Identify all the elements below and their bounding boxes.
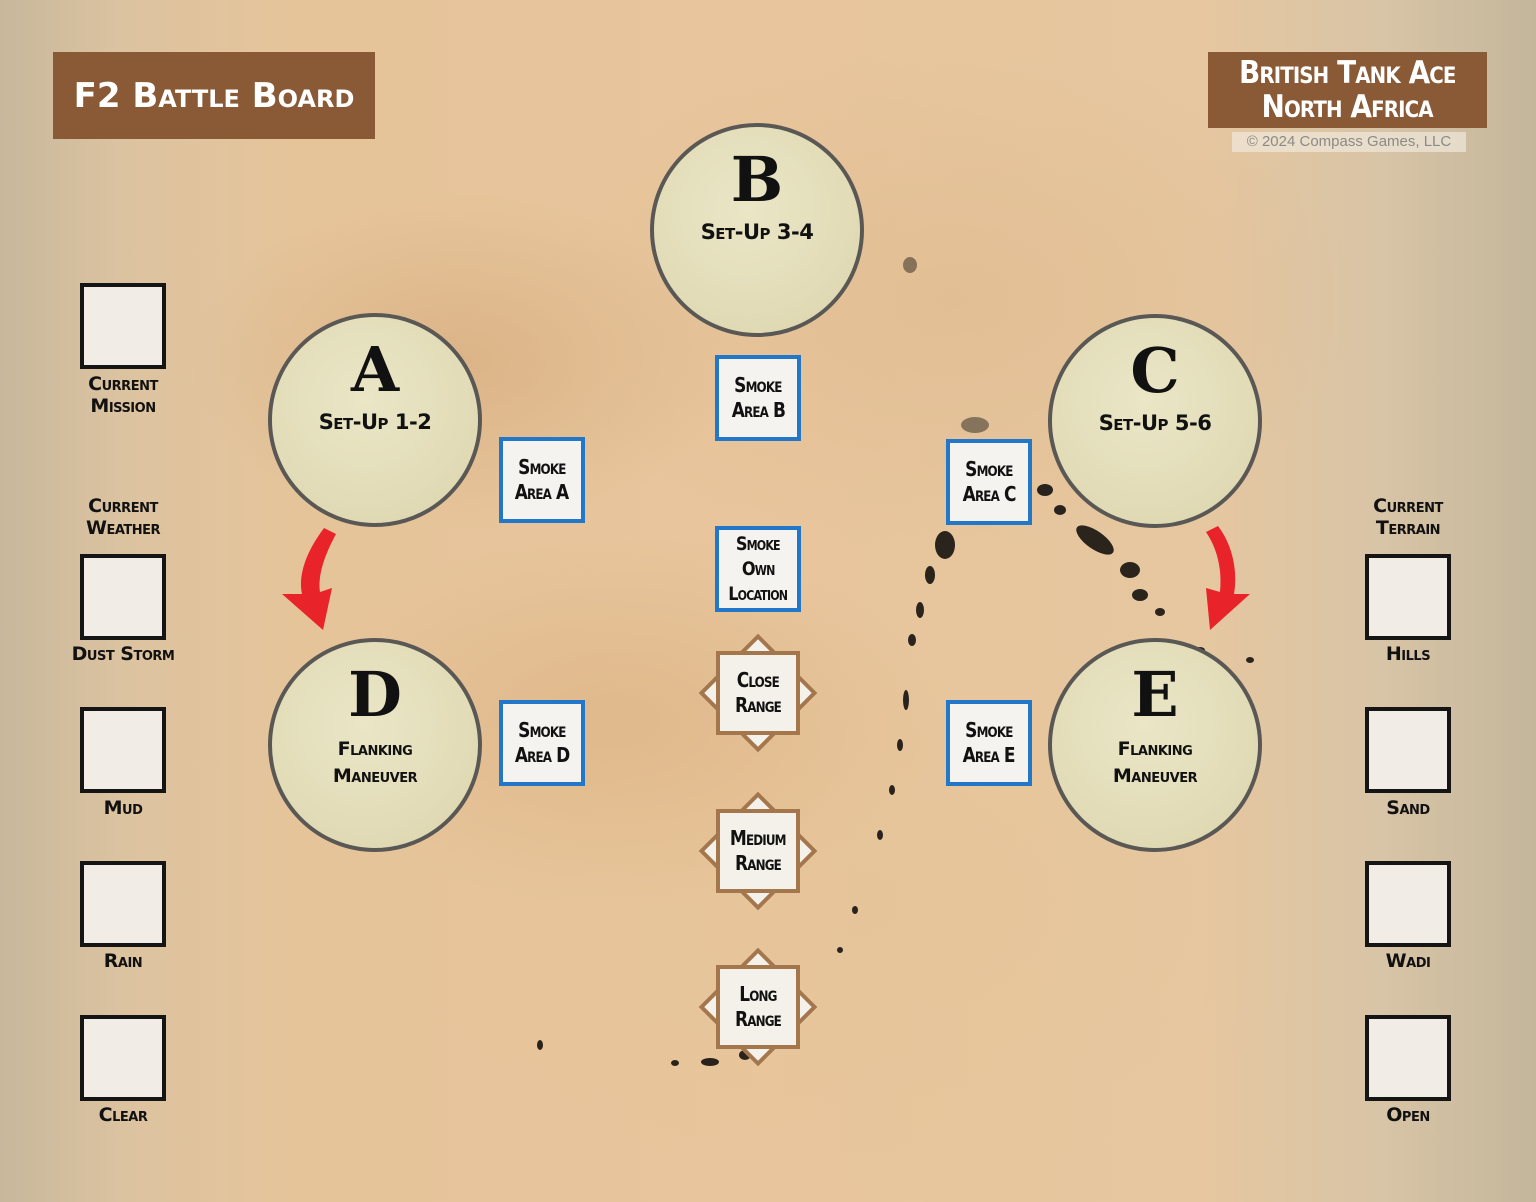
smoke-area-e-line-2: Area E	[962, 743, 1016, 767]
smoke-area-b-line-1: Smoke	[734, 373, 782, 397]
long-range-line-1: Long	[739, 982, 777, 1006]
medium-range-line-2: Range	[735, 851, 782, 875]
smoke-area-e-line-1: Smoke	[965, 718, 1013, 742]
medium-range-line-1: Medium	[730, 826, 787, 850]
zone-c-letter: C	[1130, 334, 1180, 407]
smoke-own-location-box[interactable]: Smoke Own Location	[715, 526, 801, 612]
zone-a[interactable]: A Set-Up 1-2	[268, 313, 482, 527]
weather-clear-label: Clear	[98, 1104, 148, 1126]
weather-rain-box[interactable]	[80, 861, 166, 947]
zone-d-label: Flanking Maneuver	[332, 736, 418, 790]
current-weather-label-line-2: Weather	[85, 517, 161, 539]
smoke-own-line-2: Own	[741, 557, 775, 580]
smoke-area-c-box[interactable]: Smoke Area C	[946, 439, 1032, 525]
smoke-area-d-line-1: Smoke	[518, 718, 566, 742]
zone-b-label: Set-Up 3-4	[700, 220, 814, 244]
smoke-area-c-line-1: Smoke	[965, 457, 1013, 481]
terrain-open-label: Open	[1386, 1104, 1430, 1126]
long-range-box[interactable]: Long Range	[698, 947, 818, 1067]
game-brand-banner: British Tank Ace North Africa	[1208, 52, 1487, 128]
brand-line-1: British Tank Ace	[1239, 55, 1456, 91]
weather-dust-storm-label: Dust Storm	[71, 643, 175, 665]
close-range-line-2: Range	[735, 693, 782, 717]
current-mission-label-line-1: Current	[88, 373, 158, 395]
current-terrain-label: Current Terrain	[1328, 495, 1488, 539]
smoke-area-d-line-2: Area D	[514, 743, 570, 767]
zone-d-label-line-2: Maneuver	[332, 765, 418, 787]
smoke-area-b-line-2: Area B	[731, 398, 785, 422]
zone-d-label-line-1: Flanking	[337, 738, 413, 760]
weather-dust-storm-box[interactable]	[80, 554, 166, 640]
current-terrain-label-line-2: Terrain	[1375, 517, 1441, 539]
current-mission-label: Current Mission	[43, 373, 203, 417]
smoke-own-line-3: Location	[728, 582, 789, 605]
smoke-area-d-box[interactable]: Smoke Area D	[499, 700, 585, 786]
smoke-area-a-line-2: Area A	[515, 480, 569, 504]
smoke-area-a-line-1: Smoke	[518, 455, 566, 479]
close-range-line-1: Close	[736, 668, 780, 692]
weather-rain-label: Rain	[103, 950, 143, 972]
zone-d[interactable]: D Flanking Maneuver	[268, 638, 482, 852]
zone-e-label: Flanking Maneuver	[1112, 736, 1198, 790]
zone-e-label-line-2: Maneuver	[1112, 765, 1198, 787]
terrain-sand-label: Sand	[1386, 797, 1430, 819]
current-weather-label-line-1: Current	[88, 495, 158, 517]
zone-b[interactable]: B Set-Up 3-4	[650, 123, 864, 337]
range-square-shape	[716, 651, 800, 735]
zone-c[interactable]: C Set-Up 5-6	[1048, 314, 1262, 528]
weather-mud-box[interactable]	[80, 707, 166, 793]
terrain-hills-box[interactable]	[1365, 554, 1451, 640]
terrain-wadi-box[interactable]	[1365, 861, 1451, 947]
zone-e[interactable]: E Flanking Maneuver	[1048, 638, 1262, 852]
board-title: F2 Battle Board	[73, 75, 355, 116]
flank-arrow-a-to-d-icon	[282, 528, 336, 630]
smoke-area-e-box[interactable]: Smoke Area E	[946, 700, 1032, 786]
long-range-line-2: Range	[735, 1007, 782, 1031]
weather-mud-label: Mud	[103, 797, 143, 819]
smoke-own-line-1: Smoke	[736, 532, 781, 555]
weather-clear-box[interactable]	[80, 1015, 166, 1101]
smoke-area-c-line-2: Area C	[962, 482, 1017, 506]
medium-range-box[interactable]: Medium Range	[698, 791, 818, 911]
zone-e-label-line-1: Flanking	[1117, 738, 1193, 760]
zone-e-letter: E	[1131, 658, 1179, 731]
current-terrain-label-line-1: Current	[1373, 495, 1443, 517]
terrain-hills-label: Hills	[1385, 643, 1431, 665]
copyright-notice: © 2024 Compass Games, LLC	[1232, 132, 1466, 152]
board-title-banner: F2 Battle Board	[53, 52, 375, 139]
zone-b-letter: B	[730, 143, 784, 216]
zone-d-letter: D	[348, 658, 402, 731]
terrain-open-box[interactable]	[1365, 1015, 1451, 1101]
terrain-sand-box[interactable]	[1365, 707, 1451, 793]
current-mission-label-line-2: Mission	[90, 395, 156, 417]
flank-arrow-c-to-e-icon	[1206, 526, 1250, 630]
zone-c-label: Set-Up 5-6	[1098, 411, 1212, 435]
brand-line-2: North Africa	[1261, 89, 1434, 125]
close-range-box[interactable]: Close Range	[698, 633, 818, 753]
range-square-shape	[716, 809, 800, 893]
current-mission-box[interactable]	[80, 283, 166, 369]
smoke-area-a-box[interactable]: Smoke Area A	[499, 437, 585, 523]
range-square-shape	[716, 965, 800, 1049]
smoke-area-b-box[interactable]: Smoke Area B	[715, 355, 801, 441]
zone-a-label: Set-Up 1-2	[318, 410, 432, 434]
zone-a-letter: A	[350, 333, 400, 406]
terrain-wadi-label: Wadi	[1385, 950, 1431, 972]
current-weather-label: Current Weather	[43, 495, 203, 539]
